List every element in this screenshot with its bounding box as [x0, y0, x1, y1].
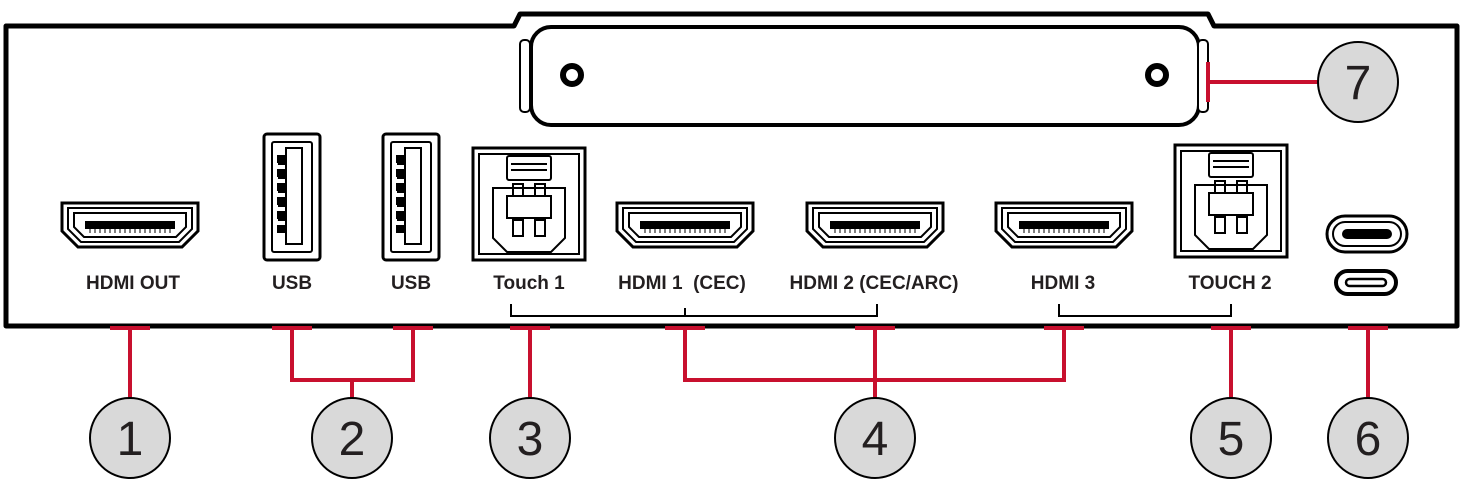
group-bracket-touch1-hdmi2	[510, 304, 878, 317]
usb-c-port-icon	[1325, 214, 1409, 254]
usb-port-1-icon	[262, 132, 322, 262]
port-label-usb-1: USB	[272, 273, 312, 294]
callout-6: 6	[1327, 397, 1409, 479]
hdmi-2-port-icon	[805, 201, 945, 249]
svg-text:4: 4	[862, 413, 889, 466]
callout-4: 4	[834, 397, 916, 479]
callout-2: 2	[311, 397, 393, 479]
leader-lines	[110, 62, 1388, 400]
usb-c-symbol	[1334, 269, 1398, 296]
svg-text:3: 3	[517, 413, 544, 466]
port-label-hdmi-2: HDMI 2 (CEC/ARC)	[790, 273, 959, 294]
group-bracket-hdmi3-touch2	[1058, 304, 1232, 317]
svg-text:7: 7	[1345, 57, 1372, 110]
callout-1: 1	[89, 397, 171, 479]
hdmi-out-port-icon	[60, 201, 200, 249]
port-label-touch-2: TOUCH 2	[1188, 273, 1271, 294]
svg-text:5: 5	[1218, 413, 1245, 466]
screw-hole-right	[1145, 63, 1169, 87]
screw-hole-left	[560, 63, 584, 87]
port-label-touch-1: Touch 1	[493, 273, 565, 294]
port-label-usb-2: USB	[391, 273, 431, 294]
touch-2-port-icon	[1173, 143, 1289, 259]
svg-text:1: 1	[117, 413, 144, 466]
port-label-hdmi-out: HDMI OUT	[86, 273, 180, 294]
usb-port-2-icon	[381, 132, 441, 262]
callout-7: 7	[1317, 41, 1399, 123]
callout-5: 5	[1190, 397, 1272, 479]
touch-1-port-icon	[471, 146, 587, 262]
svg-text:6: 6	[1355, 413, 1382, 466]
svg-text:2: 2	[339, 413, 366, 466]
port-label-hdmi-1: HDMI 1 (CEC)	[618, 273, 746, 294]
port-label-hdmi-3: HDMI 3	[1031, 273, 1095, 294]
hdmi-3-port-icon	[994, 201, 1134, 249]
callout-3: 3	[489, 397, 571, 479]
hdmi-1-port-icon	[615, 201, 755, 249]
slot-cover-plate	[519, 25, 1209, 127]
